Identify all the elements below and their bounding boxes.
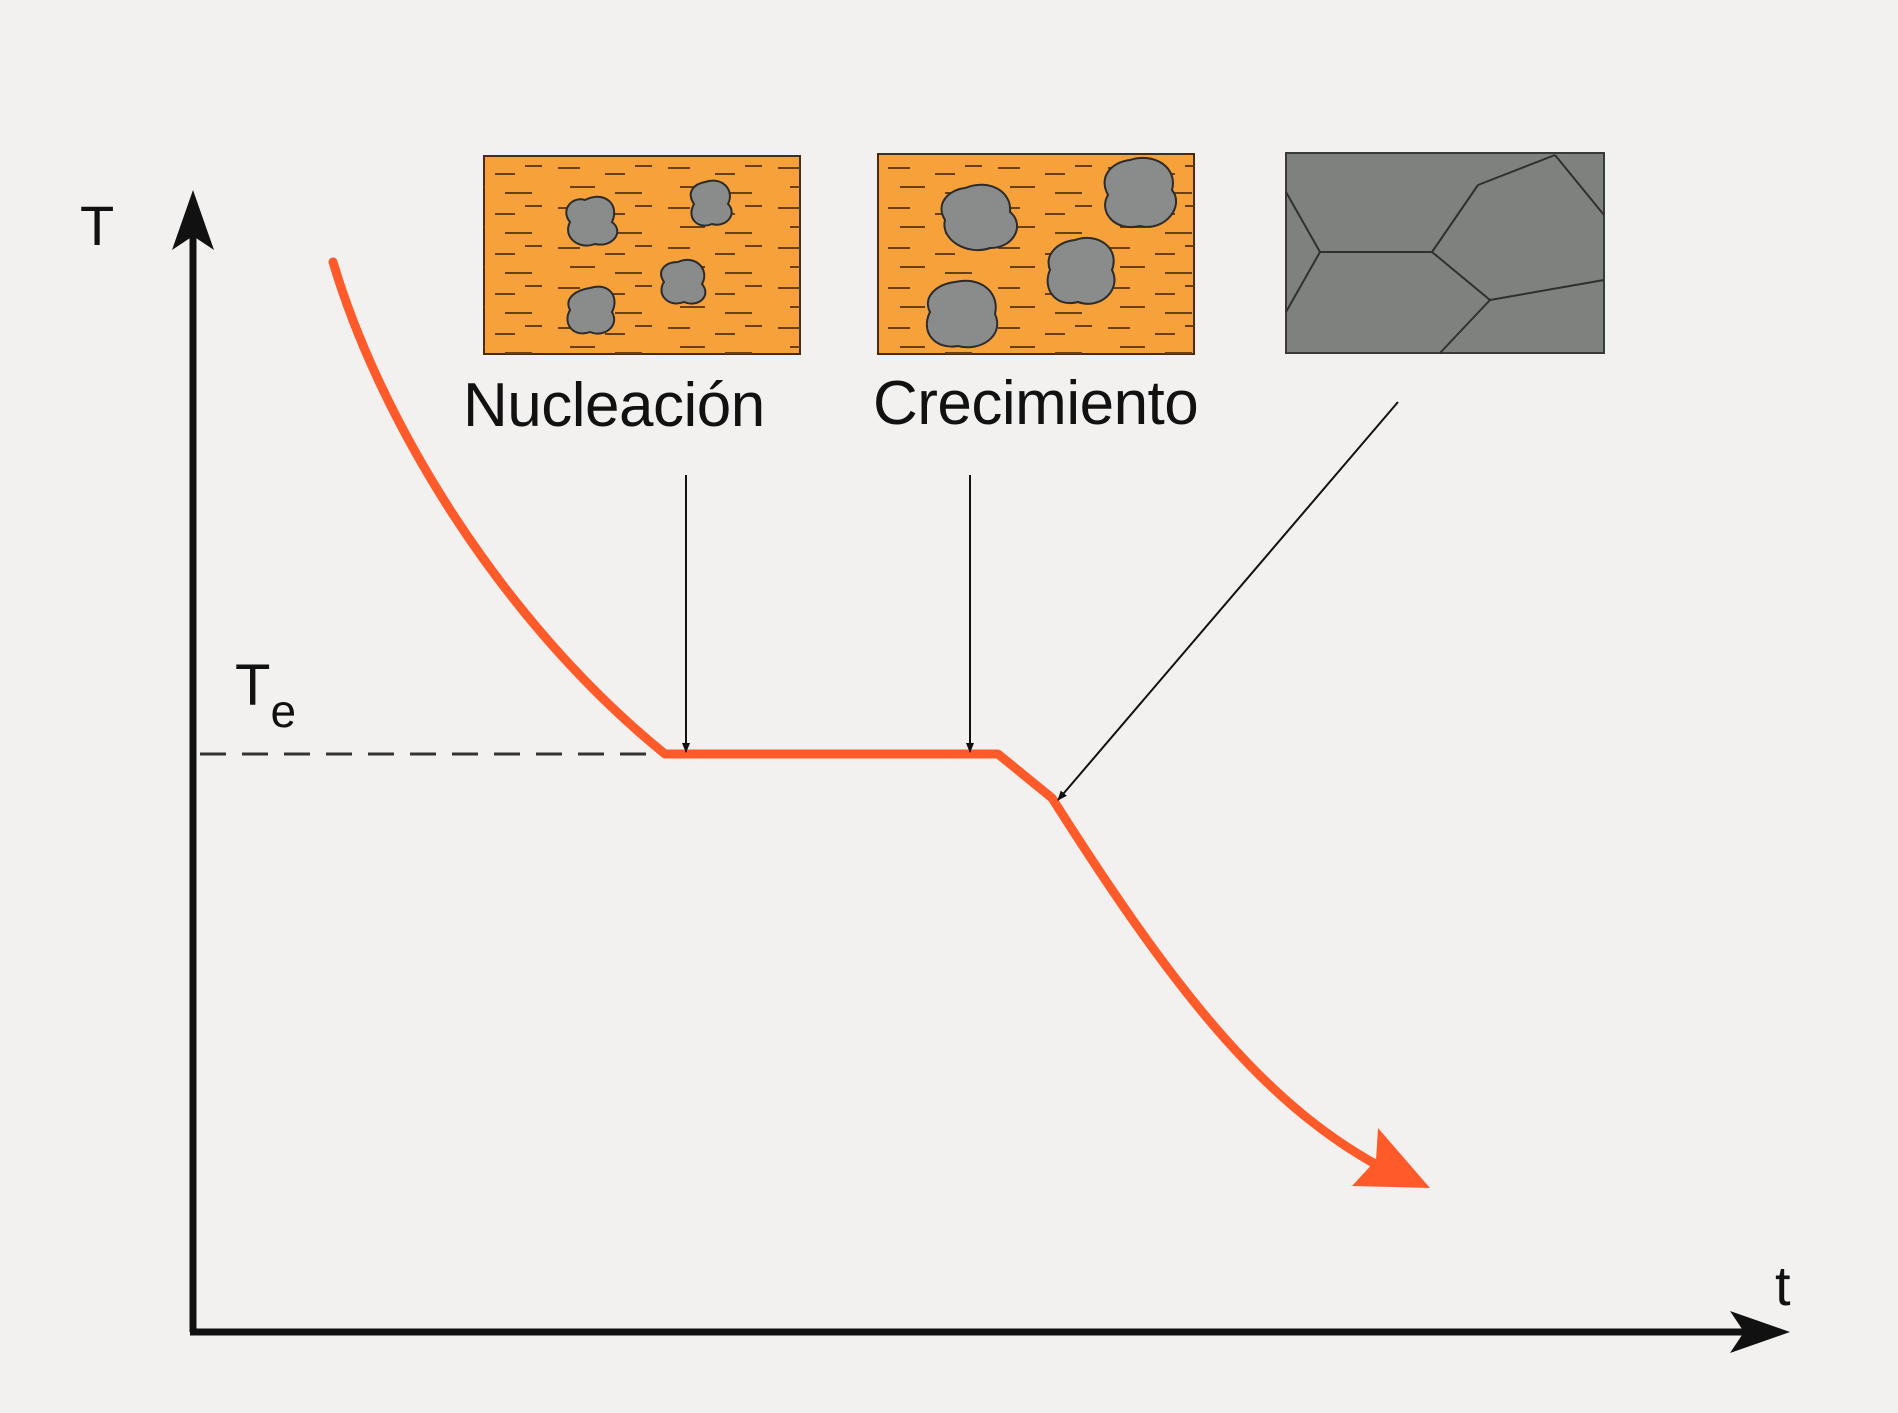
x-axis-label: t: [1775, 1254, 1791, 1317]
nucleation-panel: [483, 155, 801, 355]
nucleus-grain: [660, 259, 707, 305]
nucleus-grain: [565, 195, 619, 247]
equilibrium-temperature-label: Te: [235, 653, 296, 737]
nucleus-grain: [566, 285, 616, 335]
growing-grain: [925, 279, 999, 349]
cooling-curve-arrowhead: [1352, 1128, 1430, 1188]
growing-grain: [1103, 157, 1178, 229]
solid-panel: [1285, 152, 1605, 354]
nucleus-grain: [689, 179, 733, 227]
growing-grain: [940, 183, 1019, 251]
y-axis-arrowhead: [172, 190, 214, 250]
equilibrium-label-main: T: [235, 653, 270, 718]
x-axis-arrowhead: [1730, 1311, 1790, 1353]
axes: [172, 190, 1790, 1353]
cooling-curve: [328, 257, 1395, 1177]
equilibrium-label-sub: e: [270, 685, 296, 737]
growth-panel: [877, 153, 1195, 355]
y-axis-label: T: [80, 194, 114, 257]
nucleation-label: Nucleación: [463, 371, 765, 440]
solid-pointer-arrow: [1057, 401, 1399, 801]
growing-grain: [1046, 237, 1116, 305]
growth-label: Crecimiento: [873, 369, 1198, 438]
